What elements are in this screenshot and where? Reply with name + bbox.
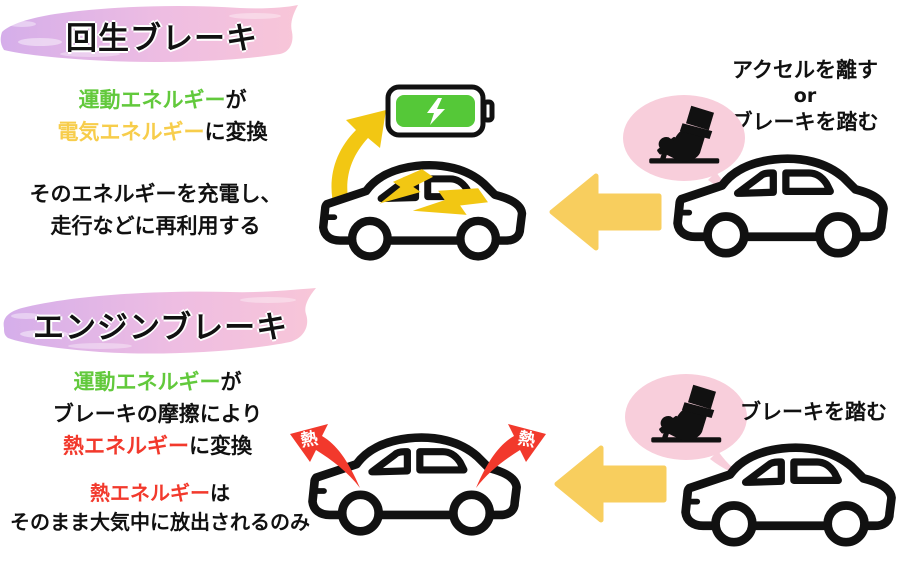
regen-trigger-text: アクセルを離す or ブレーキを踏む: [705, 56, 905, 136]
heat-arrow-icon: 熱: [290, 424, 360, 488]
text-line: or: [793, 85, 817, 107]
regen-result-text: そのエネルギーを充電し、 走行などに再利用する: [8, 178, 303, 242]
heat-label: 熱: [299, 428, 319, 452]
heat-arrow-icon: 熱: [476, 424, 546, 488]
text-line: そのエネルギーを充電し、: [29, 182, 282, 206]
engine-car-illustration: 熱 熱: [290, 424, 546, 560]
regen-title-banner: 回生ブレーキ: [0, 2, 300, 64]
car-icon: [313, 438, 517, 532]
text-line: 熱エネルギーは: [90, 481, 230, 505]
text-line: 運動エネルギーが: [73, 370, 242, 394]
heat-label: 熱: [517, 428, 537, 452]
brush-stroke: [0, 5, 299, 62]
text-line: 熱エネルギーに変換: [63, 434, 252, 458]
text-line: そのまま大気中に放出されるのみ: [10, 510, 310, 534]
text-line: ブレーキを踏む: [740, 400, 887, 424]
engine-title: エンジンブレーキ: [33, 310, 289, 346]
text-line: ブレーキの摩擦により: [52, 402, 263, 426]
regen-car-illustration: [306, 72, 536, 267]
engine-title-banner: エンジンブレーキ: [0, 288, 320, 356]
engine-result-text: 熱エネルギーは そのまま大気中に放出されるのみ: [0, 479, 320, 537]
text-line: 運動エネルギーが: [78, 88, 247, 112]
text-line: 電気エネルギーに変換: [57, 120, 268, 144]
battery-icon: [388, 87, 492, 135]
engine-conversion-text: 運動エネルギーが ブレーキの摩擦により 熱エネルギーに変換: [15, 366, 300, 462]
brush-stroke: [3, 288, 316, 354]
regen-conversion-text: 運動エネルギーが 電気エネルギーに変換: [30, 84, 295, 148]
car-icon: [678, 159, 884, 253]
car-regen-right: [666, 142, 898, 260]
car-engine-right: [674, 430, 906, 550]
engine-trigger-text: ブレーキを踏む: [740, 398, 906, 426]
text-line: 走行などに再利用する: [50, 214, 261, 238]
text-line: ブレーキを踏む: [731, 110, 879, 134]
text-line: アクセルを離す: [732, 58, 878, 82]
regen-title: 回生ブレーキ: [66, 21, 258, 57]
car-icon: [686, 448, 892, 542]
